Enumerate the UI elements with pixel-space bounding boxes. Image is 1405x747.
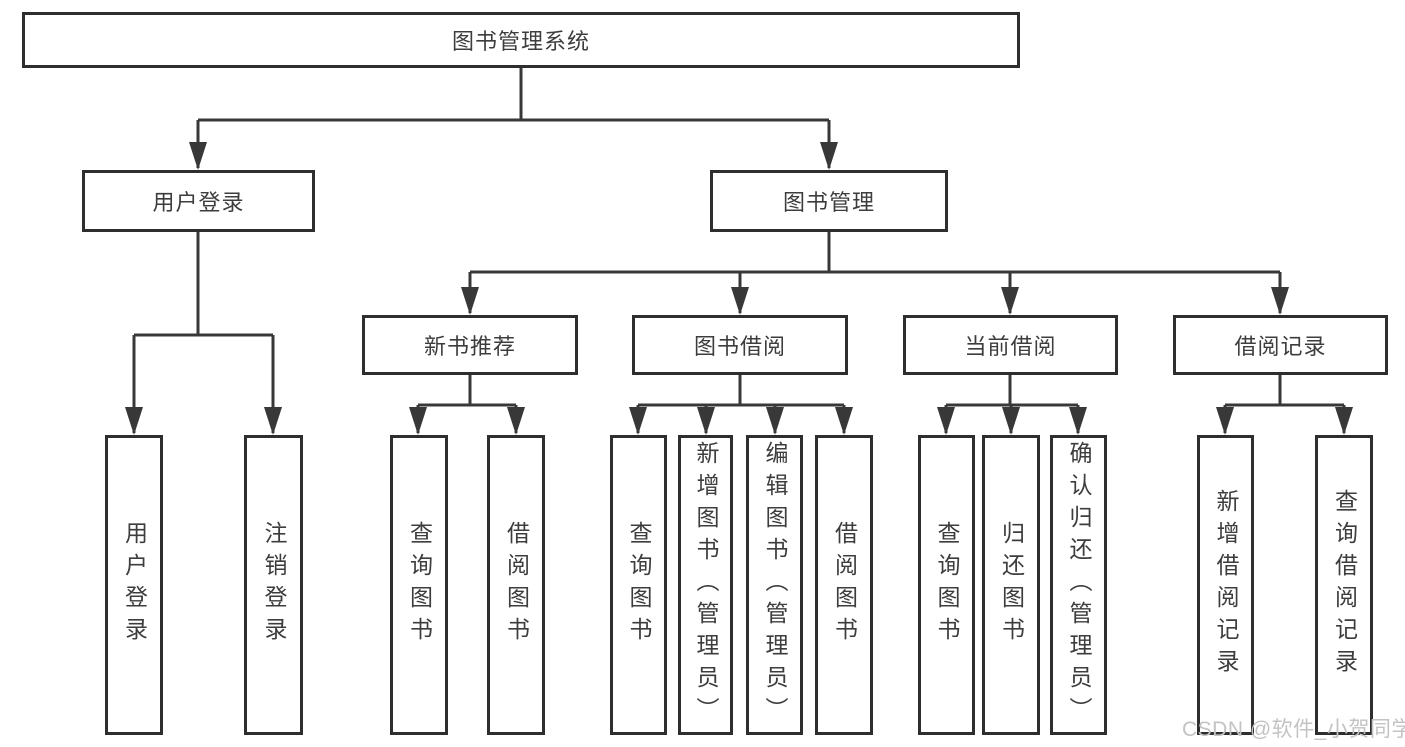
- leaf-edit-books-admin: 编辑图书（管理员）: [746, 435, 803, 735]
- node-user-login: 用户登录: [82, 170, 315, 232]
- arrowhead-icon: [264, 407, 282, 435]
- leaf-add-books-admin: 新增图书（管理员）: [678, 435, 733, 735]
- arrowhead-icon: [835, 407, 853, 435]
- arrowhead-icon: [461, 287, 479, 315]
- arrowhead-icon: [1069, 407, 1087, 435]
- leaf-label: 新增图书（管理员）: [693, 441, 719, 729]
- leaf-borrow-books: 借阅图书: [487, 435, 545, 735]
- arrowhead-icon: [731, 287, 749, 315]
- arrowhead-icon: [1271, 287, 1289, 315]
- leaf-label: 借阅图书: [831, 521, 858, 649]
- leaf-label: 用户登录: [121, 521, 148, 649]
- arrowhead-icon: [1002, 407, 1020, 435]
- arrowhead-icon: [125, 407, 143, 435]
- arrowhead-icon: [409, 407, 427, 435]
- tree-connector-path: [132, 68, 1346, 433]
- leaf-borrow-books: 借阅图书: [815, 435, 873, 735]
- csdn-watermark: CSDN @软件_小贺同学: [1182, 718, 1405, 741]
- arrowhead-icon: [937, 407, 955, 435]
- leaf-logout: 注销登录: [244, 435, 303, 735]
- leaf-query-books: 查询图书: [918, 435, 975, 735]
- arrowhead-icon: [1001, 287, 1019, 315]
- leaf-label: 借阅图书: [503, 521, 530, 649]
- leaf-user-login: 用户登录: [105, 435, 163, 735]
- node-new-book-recommendation: 新书推荐: [362, 315, 578, 375]
- node-current-borrowing: 当前借阅: [903, 315, 1118, 375]
- leaf-label: 新增借阅记录: [1213, 489, 1239, 681]
- node-borrowing-records: 借阅记录: [1173, 315, 1388, 375]
- arrowhead-icon: [1216, 407, 1234, 435]
- leaf-label: 编辑图书（管理员）: [762, 441, 788, 729]
- node-root: 图书管理系统: [22, 12, 1020, 68]
- leaf-add-borrow-record: 新增借阅记录: [1197, 435, 1254, 735]
- leaf-label: 确认归还（管理员）: [1066, 441, 1092, 729]
- arrowhead-icon: [766, 407, 784, 435]
- leaf-return-books: 归还图书: [982, 435, 1040, 735]
- leaf-confirm-return-admin: 确认归还（管理员）: [1050, 435, 1107, 735]
- leaf-label: 查询借阅记录: [1331, 489, 1358, 681]
- leaf-label: 查询图书: [626, 521, 652, 649]
- leaf-label: 归还图书: [998, 521, 1025, 649]
- arrowhead-icon: [507, 407, 525, 435]
- leaf-label: 注销登录: [261, 521, 287, 649]
- leaf-query-books: 查询图书: [610, 435, 667, 735]
- leaf-label: 查询图书: [934, 521, 960, 649]
- leaf-query-books: 查询图书: [390, 435, 448, 735]
- leaf-label: 查询图书: [406, 521, 433, 649]
- arrowhead-icon: [629, 407, 647, 435]
- arrowhead-icon: [697, 407, 715, 435]
- arrowhead-icon: [1335, 407, 1353, 435]
- arrowhead-icon: [820, 142, 838, 170]
- node-book-borrowing: 图书借阅: [632, 315, 848, 375]
- arrowhead-icon: [189, 142, 207, 170]
- node-book-management: 图书管理: [710, 170, 948, 232]
- leaf-query-borrow-record: 查询借阅记录: [1315, 435, 1373, 735]
